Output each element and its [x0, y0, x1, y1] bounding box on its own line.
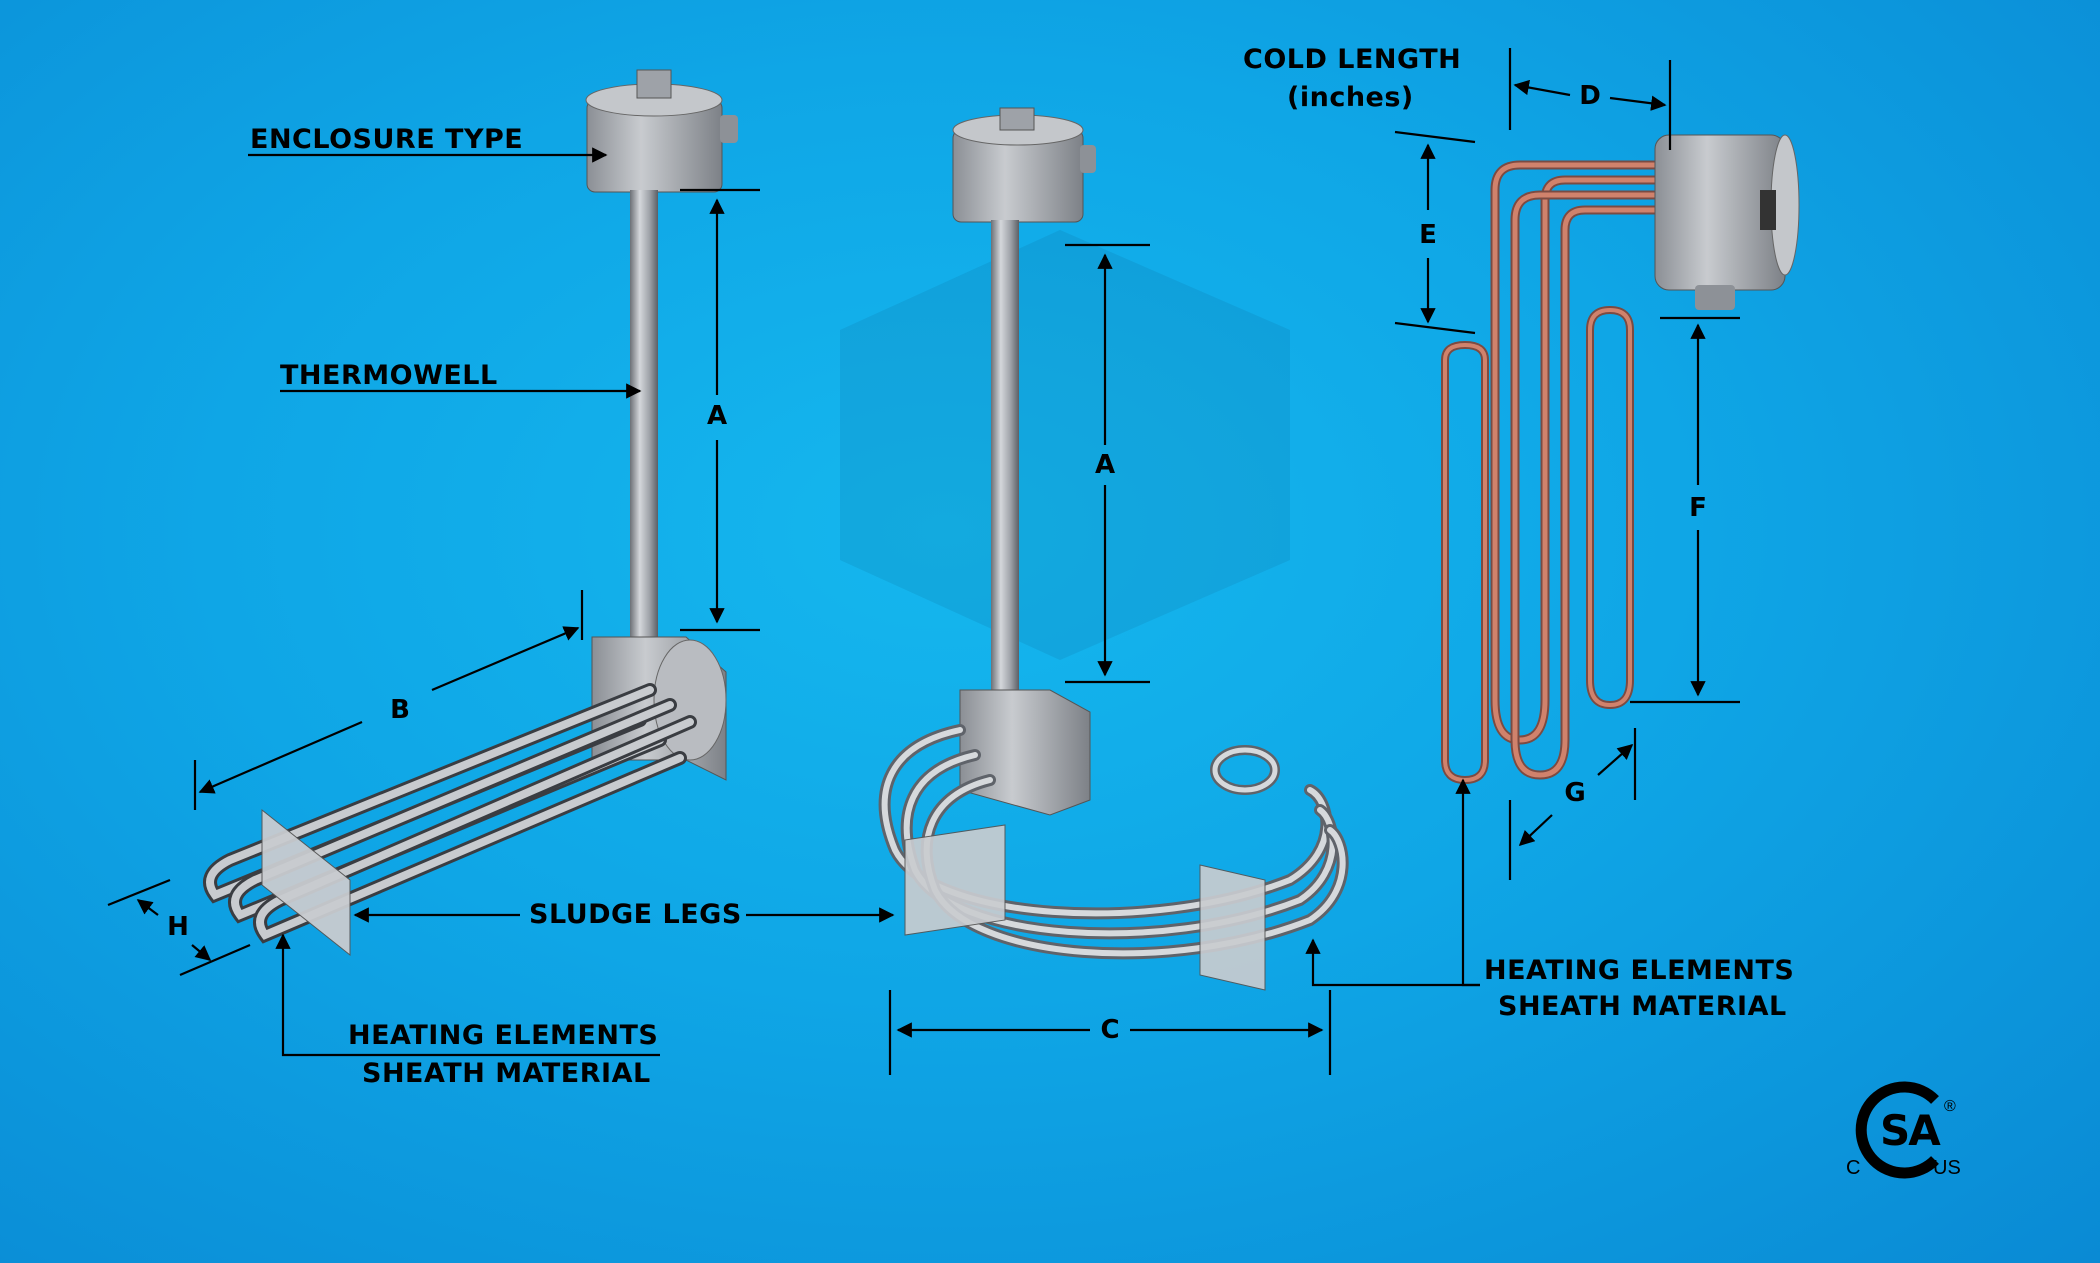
dimension-b: B — [390, 695, 410, 725]
leader-lines — [248, 147, 1480, 1057]
label-heating-elements-right-line1: HEATING ELEMENTS — [1484, 955, 1795, 986]
label-thermowell: THERMOWELL — [280, 360, 498, 391]
dimension-c: C — [1100, 1015, 1120, 1045]
label-cold-length-units: (inches) — [1287, 82, 1414, 113]
dimension-f: F — [1689, 493, 1707, 523]
dimension-h: H — [167, 912, 189, 942]
label-sludge-legs: SLUDGE LEGS — [529, 899, 742, 930]
csa-certification-logo — [1855, 1081, 1939, 1179]
watermark-logo — [840, 230, 1290, 660]
label-cold-length: COLD LENGTH — [1243, 44, 1462, 75]
dimension-a-left: A — [706, 401, 728, 431]
left-heater — [203, 69, 738, 957]
csa-logo-letters: SA — [1880, 1106, 1941, 1155]
right-heater — [1441, 134, 1800, 785]
csa-c-label: C — [1846, 1157, 1861, 1179]
dimension-g: G — [1564, 778, 1586, 808]
csa-us-label: US — [1933, 1157, 1961, 1179]
csa-registered-mark: ® — [1944, 1098, 1956, 1115]
dimension-a-middle: A — [1094, 450, 1116, 480]
middle-heater — [878, 107, 1349, 991]
dimension-lines — [107, 48, 1740, 1075]
label-heating-elements-left-line1: HEATING ELEMENTS — [348, 1020, 659, 1051]
label-heating-elements-left-line2: SHEATH MATERIAL — [362, 1058, 651, 1089]
label-enclosure-type: ENCLOSURE TYPE — [250, 124, 524, 155]
dimension-e: E — [1419, 220, 1437, 250]
label-heating-elements-right-line2: SHEATH MATERIAL — [1498, 991, 1787, 1022]
dimension-d: D — [1579, 81, 1601, 111]
